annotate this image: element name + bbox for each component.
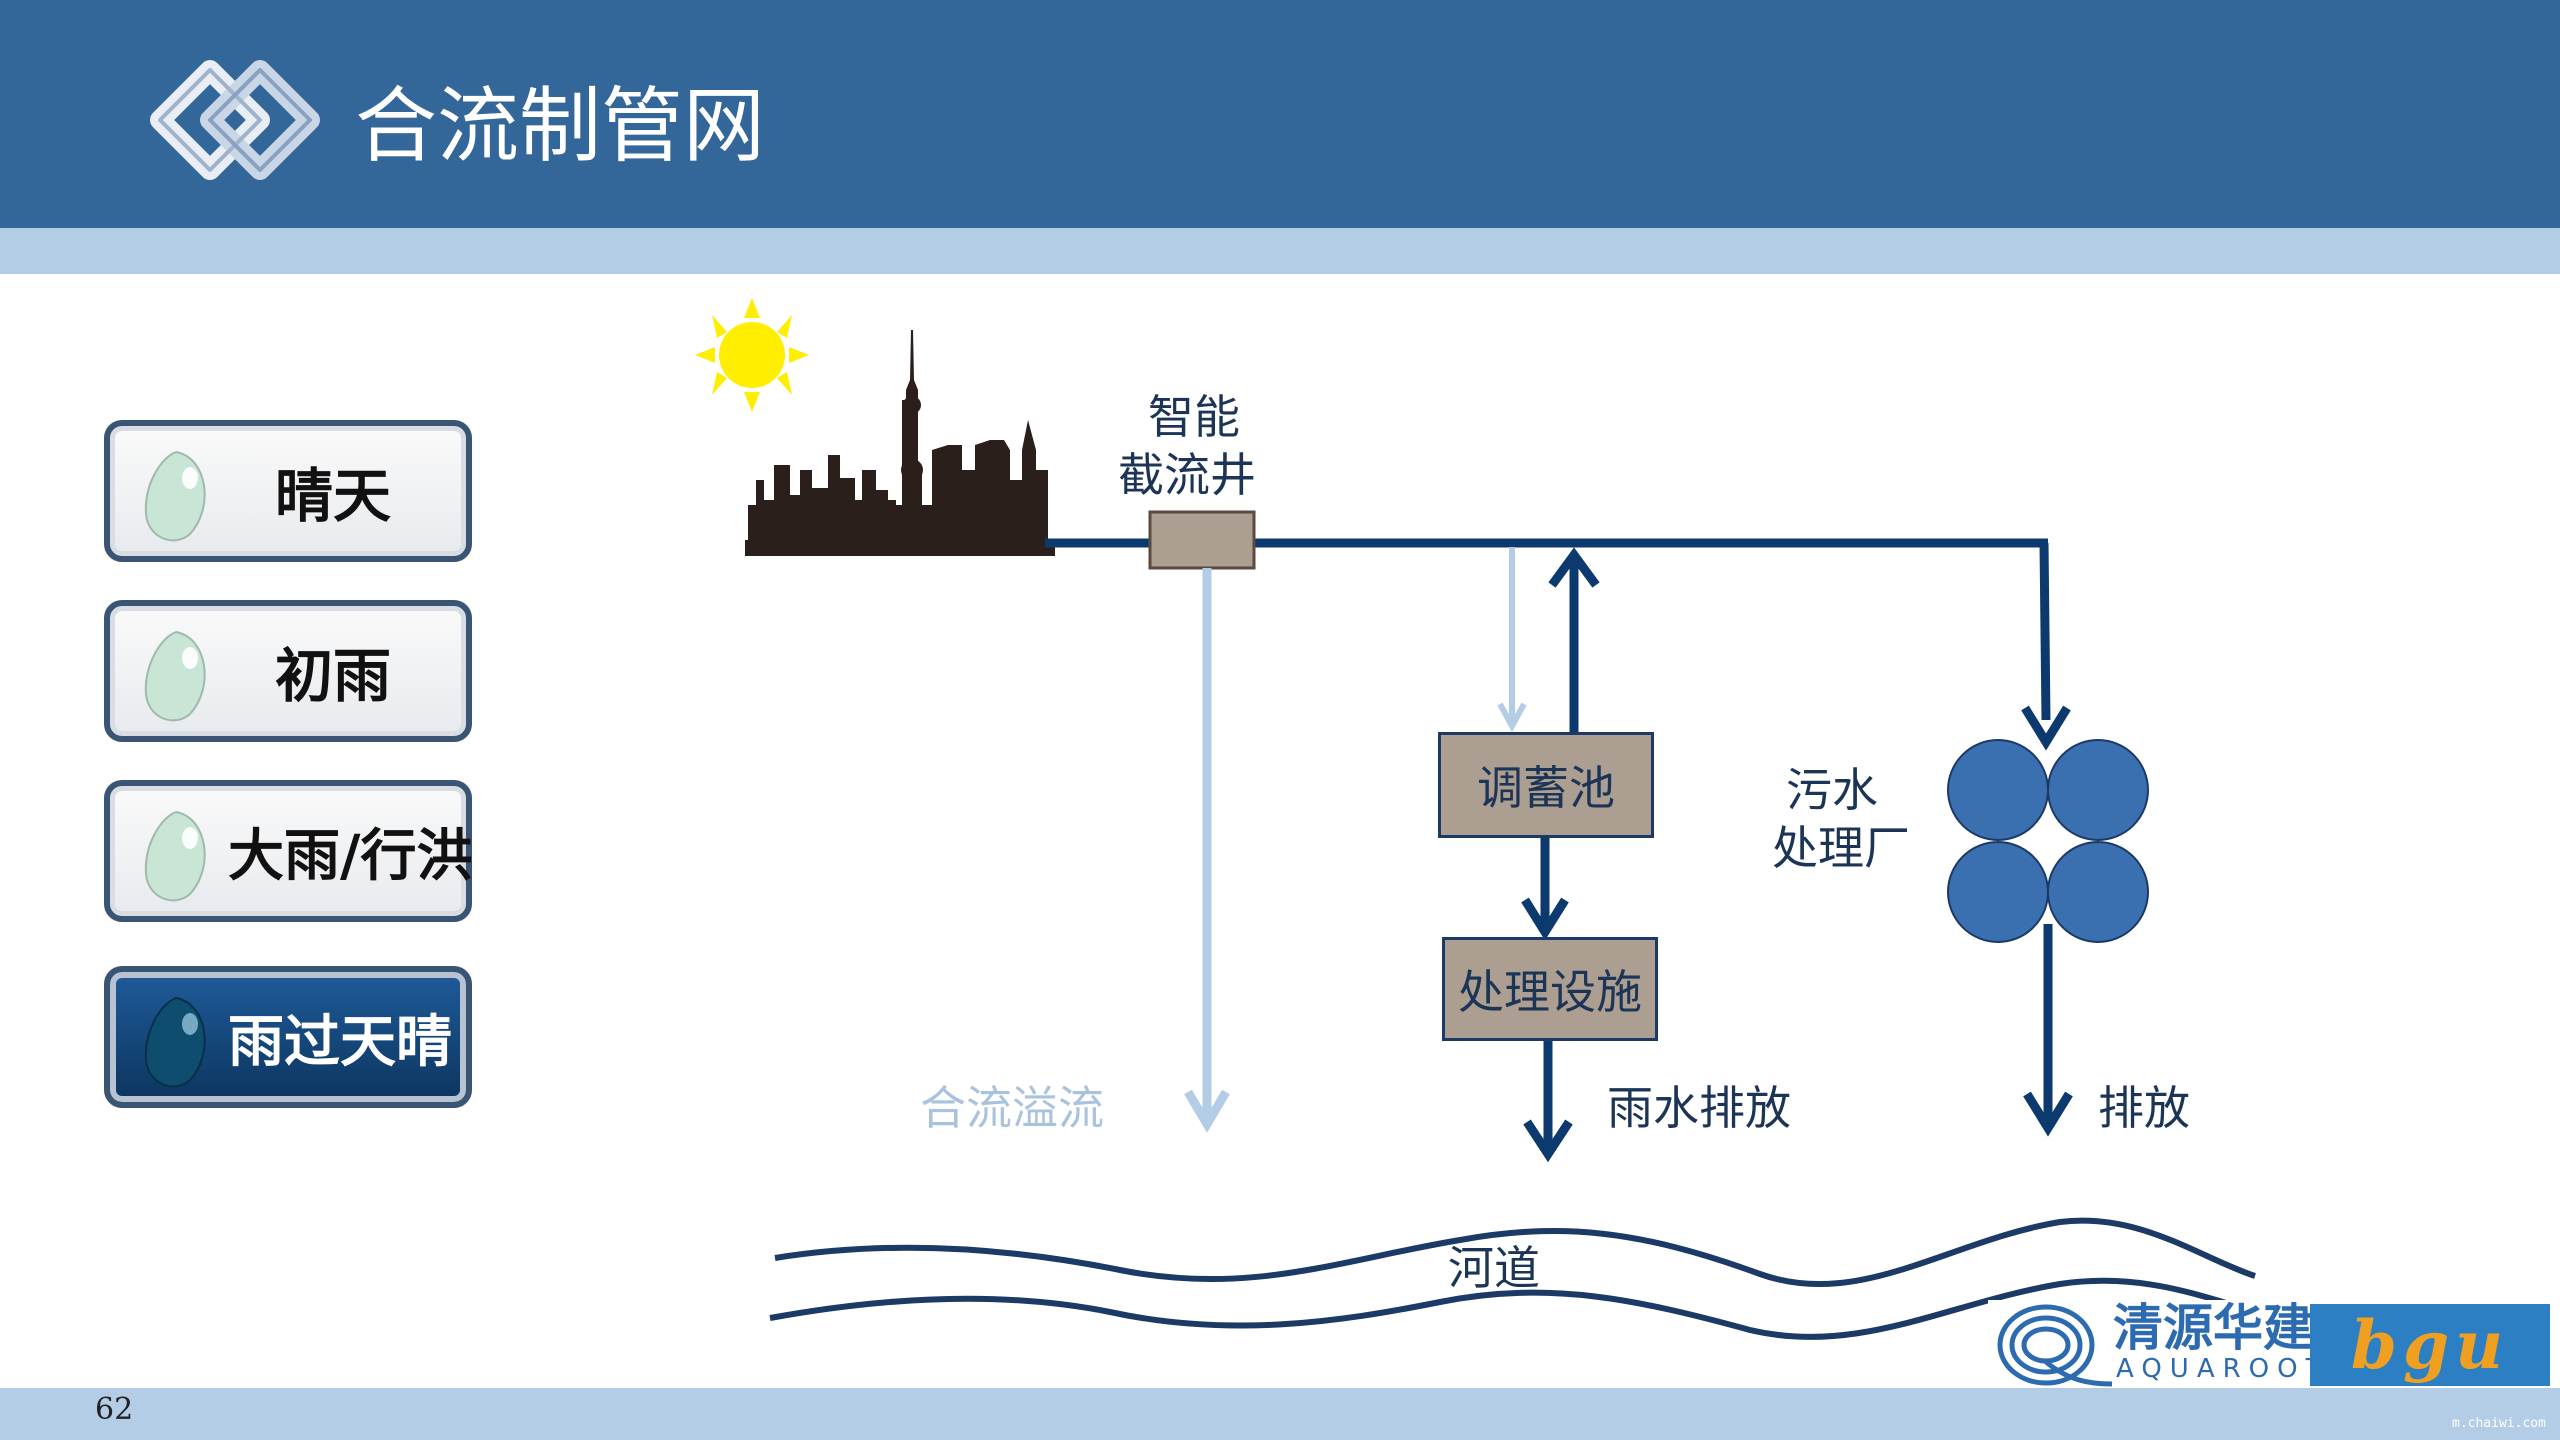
after-rain-button[interactable]: 雨过天晴 — [104, 966, 472, 1108]
water-drop-icon — [144, 810, 206, 902]
intercept-well-label-2: 截流井 — [1118, 448, 1256, 502]
header-band — [0, 228, 2560, 274]
water-drop-icon — [144, 630, 206, 722]
water-drop-icon — [144, 450, 206, 542]
river-label: 河道 — [1448, 1241, 1540, 1295]
after-rain-label: 雨过天晴 — [228, 1009, 452, 1075]
tank-inflow-arrow — [1497, 547, 1527, 733]
treatment-facility-box: 处理设施 — [1442, 937, 1658, 1041]
water-drop-icon — [144, 996, 206, 1088]
partner-logo: bgu — [2310, 1304, 2550, 1386]
overflow-arrow — [1184, 568, 1230, 1133]
sunny-label: 晴天 — [274, 462, 391, 530]
watermark: m.chaiwi.com — [2452, 1416, 2546, 1431]
combined-overflow-label: 合流溢流 — [920, 1081, 1104, 1135]
brand-cn-name: 清源华建 — [2113, 1299, 2313, 1357]
rain-discharge-label: 雨水排放 — [1607, 1081, 1791, 1135]
tank-to-facility-arrow — [1521, 836, 1569, 941]
tank-return-arrow — [1548, 547, 1600, 734]
heavy-rain-label: 大雨/行洪 — [228, 823, 473, 889]
aquaroot-logo-icon — [1997, 1304, 2113, 1387]
sunny-button[interactable]: 晴天 — [104, 420, 472, 562]
sun-icon — [695, 298, 809, 412]
storage-tank-box: 调蓄池 — [1438, 732, 1654, 838]
page-number: 62 — [95, 1392, 134, 1427]
treatment-plant-icon — [1947, 739, 2149, 943]
river — [769, 1217, 2256, 1340]
city-skyline-icon — [745, 330, 1055, 556]
intercept-well-label-1: 智能 — [1148, 390, 1240, 444]
initial-rain-button[interactable]: 初雨 — [104, 600, 472, 742]
brand-area: 清源华建 AQUAROOT bgu — [1988, 1300, 2554, 1390]
brand-en-name: AQUAROOT — [2116, 1354, 2330, 1384]
discharge-label: 排放 — [2098, 1081, 2190, 1135]
page-title: 合流制管网 — [355, 79, 766, 174]
wwtp-label-2: 处理厂 — [1772, 821, 1910, 875]
intercepting-well — [1148, 510, 1256, 570]
heavy-rain-button[interactable]: 大雨/行洪 — [104, 780, 472, 922]
partner-logo-text: bgu — [2350, 1306, 2510, 1384]
footer-band — [0, 1388, 2560, 1440]
main-pipe — [1045, 538, 2051, 721]
plant-discharge-arrow — [2023, 924, 2073, 1137]
rain-discharge-arrow — [1523, 1040, 1573, 1163]
initial-rain-label: 初雨 — [274, 642, 391, 710]
wwtp-label-1: 污水 — [1786, 763, 1878, 817]
header-bar — [0, 0, 2560, 228]
plant-inflow-arrow — [2021, 705, 2071, 751]
chain-link-icon — [150, 60, 320, 180]
